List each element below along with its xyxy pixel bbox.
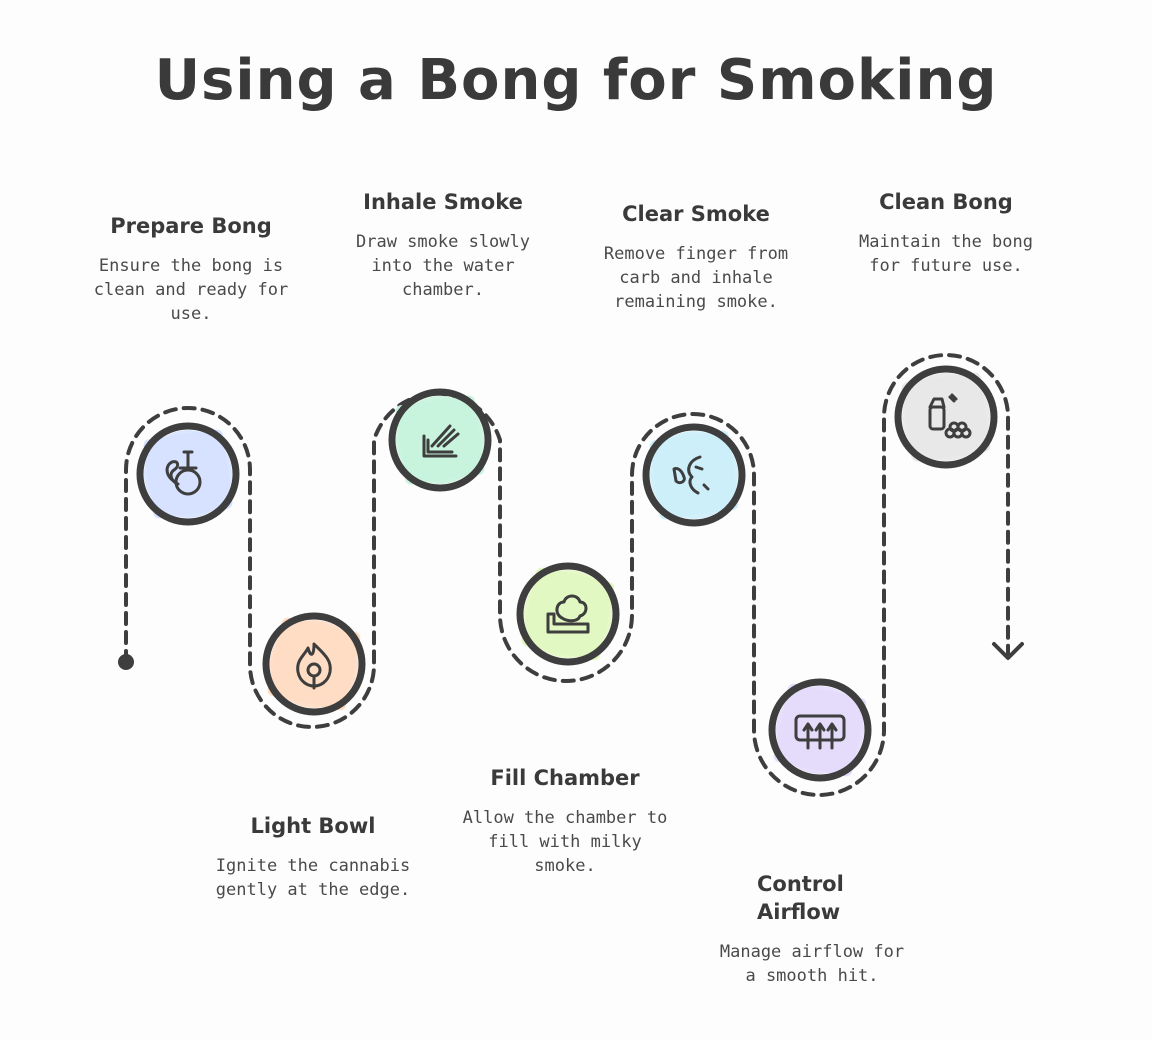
step-heading: Light Bowl: [250, 814, 376, 838]
step-node-4: [516, 562, 620, 666]
step-node-ring: [642, 423, 746, 527]
step-inhale-smoke: Inhale Smoke Draw smoke slowly into the …: [338, 188, 548, 302]
step-node-ring: [894, 365, 998, 469]
step-node-ring: [516, 562, 620, 666]
step-description: Ignite the cannabis gently at the edge.: [215, 856, 411, 900]
step-node-ring: [136, 422, 240, 526]
step-description: Manage airflow for a smooth hit.: [719, 942, 905, 986]
step-clear-smoke: Clear Smoke Remove finger from carb and …: [596, 200, 796, 314]
bong-icon: [165, 450, 202, 496]
step-node-background: [144, 430, 232, 518]
step-node-ring: [388, 388, 492, 492]
step-node-ring: [262, 612, 366, 716]
step-description: Maintain the bong for future use.: [859, 232, 1033, 276]
inhale-face-icon: [672, 455, 710, 495]
step-node-1: [136, 422, 240, 526]
path-start-dot: [118, 654, 134, 670]
step-heading: Inhale Smoke: [363, 190, 523, 214]
smoke-layers-icon: [422, 424, 460, 458]
cleaning-spray-icon: [928, 393, 972, 439]
path-end-arrow-icon: [992, 642, 1024, 660]
step-node-background: [650, 431, 738, 519]
step-control-airflow: Control Airflow Manage airflow for a smo…: [712, 870, 912, 988]
step-description: Remove finger from carb and inhale remai…: [603, 244, 789, 312]
step-node-background: [902, 373, 990, 461]
step-heading: Clean Bong: [879, 190, 1013, 214]
step-node-background: [524, 570, 612, 658]
chamber-smoke-icon: [546, 594, 590, 634]
airflow-vent-icon: [794, 714, 846, 750]
step-fill-chamber: Fill Chamber Allow the chamber to fill w…: [460, 764, 670, 878]
step-node-7: [894, 365, 998, 469]
step-node-background: [396, 396, 484, 484]
dashed-process-path: [124, 353, 1010, 797]
step-description: Ensure the bong is clean and ready for u…: [93, 256, 289, 324]
diagram-title: Using a Bong for Smoking: [154, 48, 998, 113]
step-node-3: [388, 388, 492, 492]
step-description: Draw smoke slowly into the water chamber…: [356, 232, 530, 300]
flame-icon: [296, 642, 332, 690]
step-prepare-bong: Prepare Bong Ensure the bong is clean an…: [86, 212, 296, 326]
step-light-bowl: Light Bowl Ignite the cannabis gently at…: [208, 812, 418, 902]
step-node-6: [768, 678, 872, 782]
step-heading: Fill Chamber: [490, 766, 640, 790]
step-heading: Control Airflow: [757, 872, 844, 924]
step-heading: Prepare Bong: [110, 214, 272, 238]
step-clean-bong: Clean Bong Maintain the bong for future …: [846, 188, 1046, 278]
step-heading: Clear Smoke: [622, 202, 770, 226]
step-node-2: [262, 612, 366, 716]
step-description: Allow the chamber to fill with milky smo…: [462, 808, 668, 876]
step-node-5: [642, 423, 746, 527]
step-node-ring: [768, 678, 872, 782]
